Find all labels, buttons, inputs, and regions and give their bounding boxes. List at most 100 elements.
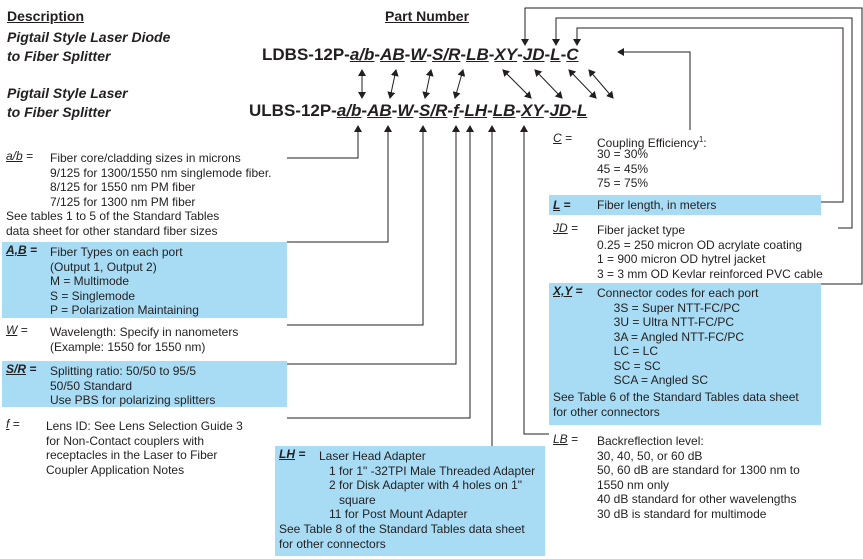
entry-key: LB = <box>553 432 578 446</box>
entry-key-code: a/b <box>6 149 23 163</box>
entry-heading: Coupling Efficiency1: <box>597 133 707 151</box>
entry-key: L = <box>553 198 570 212</box>
code-AB: AB <box>380 45 405 64</box>
entry-key-code: JD <box>553 221 568 235</box>
footnote-marker: 1 <box>698 135 704 144</box>
entry-text: Splitting ratio: 50/50 to 95/5 50/50 Sta… <box>50 364 216 407</box>
entry-wavelength: W = Wavelength: Specify in nanometers (E… <box>2 322 287 358</box>
entry-key-eq: = <box>561 131 573 145</box>
product-1-title-line-1: Pigtail Style Laser Diode <box>7 29 171 45</box>
entry-key-code: C <box>553 131 562 145</box>
entry-key-code: X,Y <box>553 284 573 298</box>
entry-key-code: LB <box>553 432 568 446</box>
code-XY: XY <box>494 45 518 64</box>
entry-key-code: LH <box>279 447 295 461</box>
part-number-heading: Part Number <box>385 8 470 24</box>
code-LB: LB <box>466 45 489 64</box>
entry-key: JD = <box>553 221 578 235</box>
entry-heading-text: Coupling Efficiency <box>597 136 699 150</box>
entry-key-eq: = <box>295 447 306 461</box>
entry-note: See tables 1 to 5 of the Standard Tables… <box>6 209 220 238</box>
entry-key-code: L <box>553 198 561 212</box>
entry-fiber-core: a/b = Fiber core/cladding sizes in micro… <box>2 148 287 240</box>
link-arrow-XY <box>534 69 563 99</box>
entry-connector-codes: X,Y = Connector codes for each port 3S =… <box>549 283 821 425</box>
product-2-title: Pigtail Style Laser to Fiber Splitter <box>7 84 128 122</box>
entry-text: Wavelength: Specify in nanometers (Examp… <box>50 325 239 354</box>
entry-key: LH = <box>279 447 305 461</box>
entry-text: Backreflection level: 30, 40, 50, or 60 … <box>597 434 800 521</box>
entry-key: X,Y = <box>553 284 582 298</box>
code-ab-lower: a/b <box>336 101 362 120</box>
entry-key: S/R = <box>6 362 36 376</box>
entry-fiber-length: L = Fiber length, in meters <box>549 195 821 215</box>
entry-key-eq: = <box>22 149 34 163</box>
entry-key-eq: = <box>567 432 579 446</box>
link-line-XY <box>521 7 863 285</box>
entry-key-eq: = <box>17 323 28 337</box>
code-SR: S/R <box>432 45 461 64</box>
link-line-AB <box>287 125 392 243</box>
entry-key-eq: = <box>560 198 571 212</box>
part-prefix: LDBS-12P- <box>262 45 350 64</box>
entry-text: Fiber jacket type 0.25 = 250 micron OD a… <box>597 223 823 281</box>
entry-text: Fiber core/cladding sizes in microns 9/1… <box>50 151 272 209</box>
entry-backreflection: LB = Backreflection level: 30, 40, 50, o… <box>549 431 839 521</box>
entry-text: Laser Head Adapter 1 for 1" -32TPI Male … <box>319 449 536 521</box>
product-1-title: Pigtail Style Laser Diode to Fiber Split… <box>7 28 170 66</box>
entry-note: See Table 8 of the Standard Tables data … <box>279 522 525 551</box>
entry-key-code: f <box>6 417 10 431</box>
code-f: f <box>453 101 459 120</box>
link-arrow-LB <box>502 69 532 99</box>
link-line-JD <box>552 17 853 229</box>
code-C: C <box>566 45 579 64</box>
entry-key-eq: = <box>26 362 37 376</box>
code-XY: XY <box>521 101 544 120</box>
entry-laser-head-adapter: LH = Laser Head Adapter 1 for 1" -32TPI … <box>275 446 545 556</box>
product-2-title-line-2: to Fiber Splitter <box>7 104 111 120</box>
part-number-ulbs: ULBS-12P-a/b-AB-W-S/R-f-LH-LB-XY-JD-L <box>249 101 588 120</box>
entry-key-code: W <box>6 323 18 337</box>
entry-heading-colon: : <box>703 136 707 150</box>
entry-fiber-jacket: JD = Fiber jacket type 0.25 = 250 micron… <box>549 220 839 281</box>
code-W: W <box>410 45 427 64</box>
link-line-L <box>573 27 844 203</box>
entry-text: Fiber length, in meters <box>597 198 717 212</box>
link-line-W <box>287 125 427 326</box>
code-L: L <box>576 101 588 120</box>
description-heading: Description <box>7 8 85 24</box>
entry-coupling-efficiency: C = Coupling Efficiency1: 30 = 30% 45 = … <box>549 130 821 190</box>
entry-text: Fiber Types on each port (Output 1, Outp… <box>50 245 199 317</box>
entry-key: C = <box>553 131 572 145</box>
code-JD: JD <box>549 101 572 120</box>
code-AB: AB <box>367 101 392 120</box>
link-line-SR <box>287 125 460 365</box>
entry-text: Connector codes for each port 3S = Super… <box>597 286 759 387</box>
entry-key-eq: = <box>567 221 579 235</box>
code-JD: JD <box>522 45 545 64</box>
link-arrow-AB <box>387 69 399 99</box>
link-arrow-SR <box>452 69 466 99</box>
link-line-C <box>617 48 691 130</box>
entry-text: 30 = 30% 45 = 45% 75 = 75% <box>597 147 649 190</box>
entry-key-eq: = <box>9 417 20 431</box>
entry-fiber-types: A,B = Fiber Types on each port (Output 1… <box>2 242 287 318</box>
code-LH: LH <box>464 101 488 120</box>
entry-key-eq: = <box>572 284 583 298</box>
link-arrow-L <box>588 69 614 99</box>
code-SR: S/R <box>419 101 448 120</box>
link-arrow-W <box>422 69 434 99</box>
part-number-ldbs: LDBS-12P-a/b-AB-W-S/R-LB-XY-JD-L-C <box>262 45 579 64</box>
entry-key-code: A,B <box>6 243 27 257</box>
entry-splitting-ratio: S/R = Splitting ratio: 50/50 to 95/5 50/… <box>2 361 287 407</box>
entry-key-eq: = <box>26 243 38 257</box>
link-line-f <box>287 125 474 419</box>
entry-key: A,B = <box>6 243 37 257</box>
part-prefix: ULBS-12P- <box>249 101 337 120</box>
entry-text: Lens ID: See Lens Selection Guide 3 for … <box>46 419 243 477</box>
link-line-LB <box>520 125 549 435</box>
code-W: W <box>397 101 414 120</box>
entry-key: W = <box>6 323 28 337</box>
product-1-title-line-2: to Fiber Splitter <box>7 48 111 64</box>
entry-key: f = <box>6 417 20 431</box>
